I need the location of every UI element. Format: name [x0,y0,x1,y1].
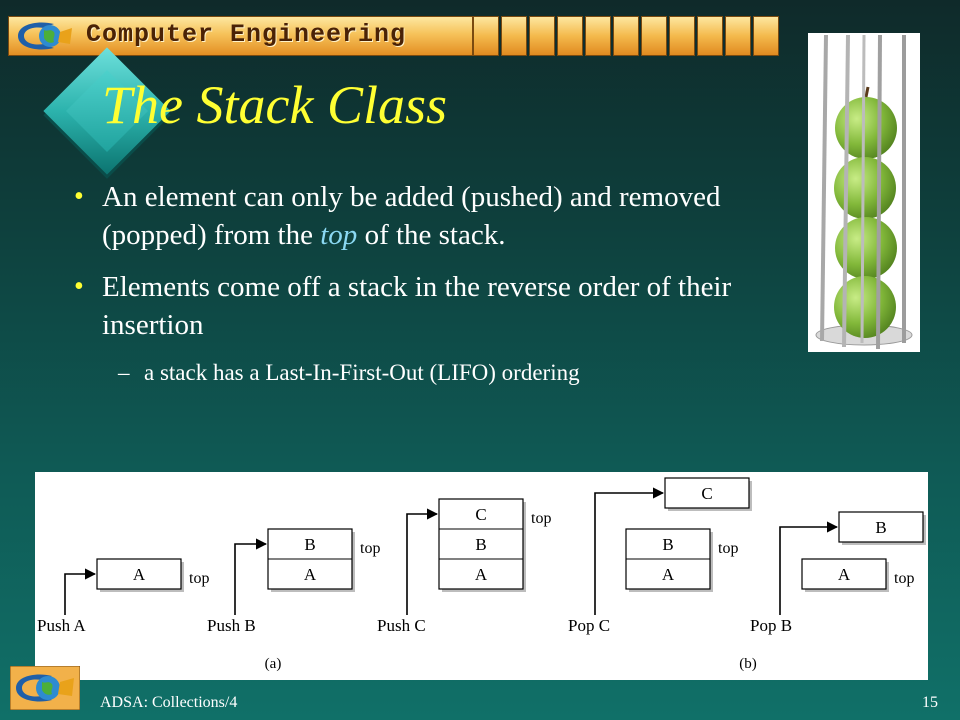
popped-box [838,511,924,543]
popped-item-label: C [701,484,712,503]
caged-apples-image [808,33,920,352]
apple-stack-icon [815,34,913,350]
banner-cell [641,16,667,56]
operation-label: Pop C [568,616,610,635]
banner-cell [557,16,583,56]
top-label: top [531,510,551,527]
banner-title: Computer Engineering [86,20,407,49]
bullet-list: • An element can only be added (pushed) a… [62,178,802,388]
push-arrow [64,568,97,615]
pop-arrow [594,487,665,615]
stack-item-label: A [838,565,851,584]
banner-plate [8,16,473,56]
stack-item-label: A [662,565,675,584]
push-arrow [234,538,268,615]
banner-cell [613,16,639,56]
footer-text: ADSA: Collections/4 [100,694,238,711]
banner-cells [473,16,781,56]
banner-cell [473,16,499,56]
banner-cell [501,16,527,56]
stack-box [96,558,182,590]
popped-item-label: B [875,518,886,537]
banner-cell [697,16,723,56]
stack-item-label: A [304,565,317,584]
bullet-item: • An element can only be added (pushed) a… [62,178,802,254]
sub-bullet-dash: – [118,360,130,385]
bullet-dot-icon: • [74,271,84,302]
stack-item-label: B [304,535,315,554]
banner-cell [725,16,751,56]
stack-box [801,558,887,590]
bullet-highlight: top [320,219,358,251]
banner-cell [669,16,695,56]
bullet-text: Elements come off a stack in the reverse… [102,271,732,341]
banner-cell [753,16,779,56]
operation-label: Push B [207,616,256,635]
page-number: 15 [922,694,938,711]
stack-box [438,498,524,590]
bullet-text: of the stack. [357,219,506,251]
top-label: top [718,540,738,557]
top-label: top [189,570,209,587]
header-banner: Computer Engineering [8,16,786,56]
bullet-text: An element can only be added (pushed) an… [102,181,721,251]
stack-item-label: A [133,565,146,584]
caption-b: (b) [739,656,757,672]
top-label: top [894,570,914,587]
footer-globe-logo-icon [10,666,80,710]
push-arrow [406,508,439,615]
globe-logo-icon [18,22,72,50]
caption-a: (a) [265,656,282,672]
stack-item-label: C [475,505,486,524]
stack-item-label: B [662,535,673,554]
sub-bullet-text: a stack has a Last-In-First-Out (LIFO) o… [144,360,580,385]
top-label: top [360,540,380,557]
stack-item-label: B [475,535,486,554]
slide-title: The Stack Class [102,75,447,135]
pop-arrow [779,521,839,615]
sub-bullet-item: –a stack has a Last-In-First-Out (LIFO) … [62,358,802,388]
banner-cell [529,16,555,56]
bullet-item: • Elements come off a stack in the revers… [62,268,802,344]
operation-label: Pop B [750,616,792,635]
stack-item-label: A [475,565,488,584]
banner-cell [585,16,611,56]
popped-box [664,477,750,509]
operation-label: Push C [377,616,426,635]
bullet-dot-icon: • [74,181,84,212]
operation-label: Push A [37,616,86,635]
